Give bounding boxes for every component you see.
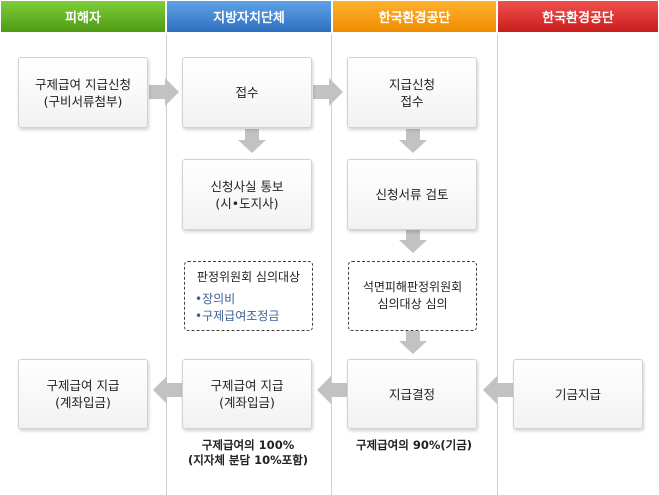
arrow-left-icon xyxy=(317,376,347,404)
notify-box: 신청사실 통보 (시•도지사) xyxy=(182,159,312,230)
agency-caption-line1: 구제급여의 90%(기금) xyxy=(355,438,473,452)
receive-box: 접수 xyxy=(182,57,312,128)
apply-receive-box: 지급신청 접수 xyxy=(347,57,477,128)
apply-receive-line1: 지급신청 xyxy=(388,76,435,92)
fund-payment-box: 기금지급 xyxy=(513,359,643,429)
local-committee-title: 판정위원회 심의대상 xyxy=(196,270,301,284)
victim-payment-box: 구제급여 지급 (계좌입금) xyxy=(18,359,148,429)
header-victim: 피해자 xyxy=(0,0,166,33)
agency-caption: 구제급여의 90%(기금) xyxy=(336,438,492,453)
local-caption: 구제급여의 100% (지자체 분담 10%포함) xyxy=(170,438,326,468)
arrow-down-icon xyxy=(399,129,427,153)
apply-receive-line2: 접수 xyxy=(400,93,424,109)
header-local-gov: 지방자치단체 xyxy=(166,0,332,33)
arrow-left-icon xyxy=(483,376,513,404)
header-agency: 한국환경공단 xyxy=(332,0,497,33)
local-committee-item: •장의비 xyxy=(195,292,236,306)
victim-payment-line2: (계좌입금) xyxy=(55,395,111,410)
column-divider xyxy=(497,34,498,495)
review-box-line1: 신청서류 검토 xyxy=(375,187,449,202)
asbestos-committee-line1: 석면피해판정위원회 xyxy=(362,280,463,294)
asbestos-committee-note: 석면피해판정위원회 심의대상 심의 xyxy=(348,261,477,331)
local-caption-line1: 구제급여의 100% xyxy=(201,438,295,452)
local-payment-box: 구제급여 지급 (계좌입금) xyxy=(182,359,312,429)
column-divider xyxy=(166,34,167,495)
fund-payment-line1: 기금지급 xyxy=(554,386,601,402)
local-caption-line2: (지자체 분담 10%포함) xyxy=(187,453,309,467)
arrow-down-icon xyxy=(399,331,427,354)
local-committee-note: 판정위원회 심의대상 •장의비 •구제급여조정금 xyxy=(184,261,313,331)
receive-box-line1: 접수 xyxy=(235,85,259,100)
header-agency-fund: 한국환경공단 xyxy=(497,0,659,33)
arrow-down-icon xyxy=(238,129,266,153)
arrow-right-icon xyxy=(313,78,343,106)
victim-payment-line1: 구제급여 지급 xyxy=(46,378,120,393)
review-box: 신청서류 검토 xyxy=(347,159,477,230)
decision-box-line1: 지급결정 xyxy=(388,386,435,402)
asbestos-committee-line2: 심의대상 심의 xyxy=(377,297,448,311)
arrow-right-icon xyxy=(149,78,179,106)
column-divider xyxy=(331,34,332,495)
notify-box-line2: (시•도지사) xyxy=(215,195,279,211)
local-payment-line1: 구제급여 지급 xyxy=(210,378,284,393)
local-committee-item: •구제급여조정금 xyxy=(195,309,280,323)
decision-box: 지급결정 xyxy=(347,359,477,429)
arrow-down-icon xyxy=(399,230,427,253)
apply-box-line2: (구비서류첨부) xyxy=(43,93,123,109)
apply-box: 구제급여 지급신청 (구비서류첨부) xyxy=(18,57,148,128)
local-payment-line2: (계좌입금) xyxy=(219,395,275,410)
notify-box-line1: 신청사실 통보 xyxy=(210,178,284,194)
arrow-left-icon xyxy=(153,376,183,404)
apply-box-line1: 구제급여 지급신청 xyxy=(35,76,131,92)
